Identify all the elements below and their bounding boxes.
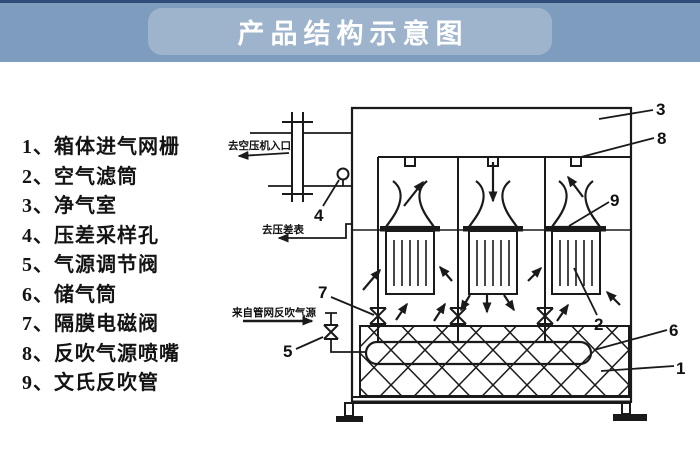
venturi-tubes	[384, 180, 602, 229]
annotation-backflush-source: 来自管网反吹气源	[231, 306, 316, 319]
legend-item: 2、空气滤筒	[22, 165, 138, 188]
support-legs	[336, 402, 647, 422]
inlet-mesh-grille	[359, 325, 630, 397]
page-title: 产品结构示意图	[237, 19, 469, 49]
legend-item: 1、箱体进气网栅	[22, 136, 180, 158]
air-source-valve-line	[323, 312, 366, 353]
callout-6: 6	[669, 321, 678, 340]
regulating-valve	[323, 324, 339, 340]
callout-3: 3	[656, 100, 665, 119]
callout-9: 9	[610, 191, 619, 210]
callout-7: 7	[318, 283, 327, 302]
callout-2: 2	[594, 315, 603, 334]
callout-leaders	[295, 109, 675, 372]
air-reservoir	[364, 340, 593, 366]
annotation-to-pressure-gauge: 去压差表	[262, 223, 304, 236]
legend-item: 5、气源调节阀	[22, 254, 159, 276]
blow-nozzles	[404, 156, 582, 167]
parts-legend: 1、箱体进气网栅 2、空气滤筒 3、净气室 4、压差采样孔 5、气源调节阀 6、…	[22, 133, 180, 399]
banner-title-pill: 产品结构示意图	[148, 8, 552, 55]
callout-4: 4	[314, 206, 324, 225]
annotation-to-compressor: 去空压机入口	[228, 139, 291, 152]
callout-8: 8	[657, 129, 666, 148]
flow-arrows	[362, 162, 621, 322]
legend-item: 8、反吹气源喷嘴	[22, 342, 180, 365]
legend-item: 6、储气筒	[22, 283, 117, 306]
annotation-arrows	[237, 150, 352, 326]
legend-item: 9、文氏反吹管	[22, 372, 159, 394]
callout-5: 5	[283, 342, 292, 361]
legend-item: 4、压差采样孔	[22, 224, 159, 247]
legend-item: 3、净气室	[22, 195, 117, 217]
callout-1: 1	[676, 359, 685, 378]
inlet-pipe-assembly	[250, 112, 352, 202]
header-banner: 产品结构示意图	[0, 0, 700, 62]
legend-item: 7、隔膜电磁阀	[22, 313, 159, 335]
pressure-sampling-hole	[336, 167, 350, 181]
filter-cartridges	[385, 230, 601, 295]
diaphragm-valves	[369, 307, 554, 325]
